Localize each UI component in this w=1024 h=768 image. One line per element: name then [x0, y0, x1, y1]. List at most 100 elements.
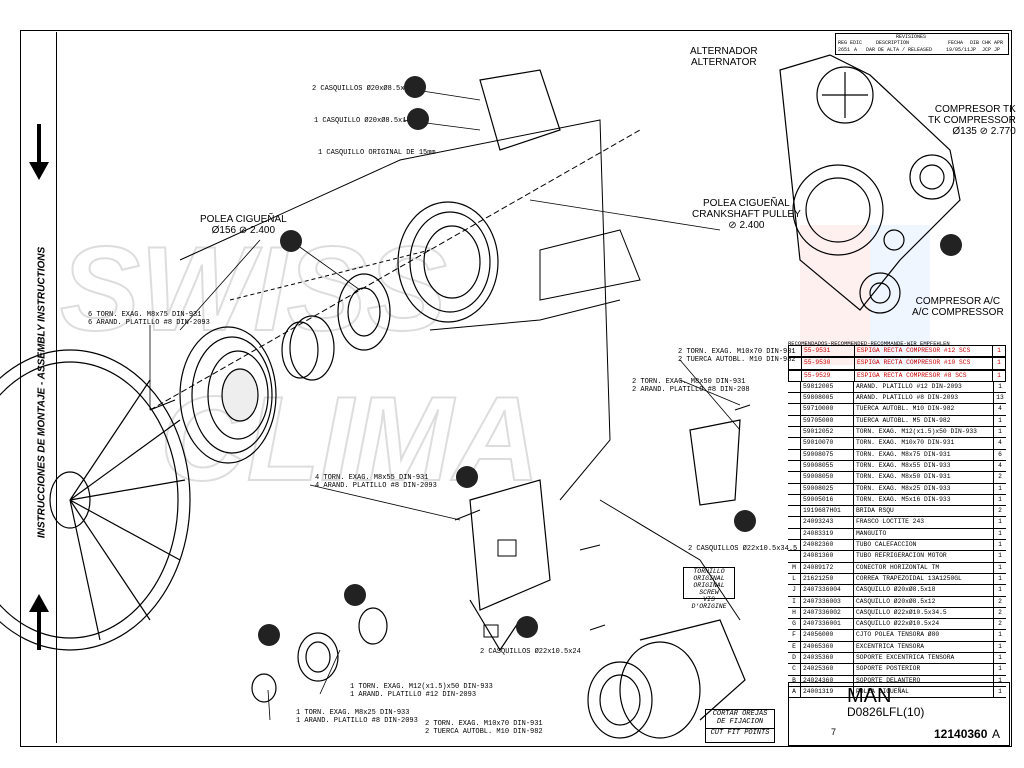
bom-desc: ESPIGA RECTA COMPRESOR #12 SCS — [857, 347, 971, 354]
bom-desc: BRIDA RSQU — [856, 507, 894, 515]
bom-code: 59008055 — [801, 460, 854, 472]
bom-desc: TORN. EXAG. M8x75 DIN-931 — [856, 450, 951, 458]
bom-qty: 2 — [993, 596, 1006, 607]
bom-mark — [788, 472, 801, 483]
bom-qty: 1 — [993, 675, 1006, 686]
bom-code: 24024360 — [801, 675, 854, 686]
bom-code: 59010070 — [801, 438, 854, 449]
bom-qty: 4 — [993, 460, 1006, 472]
bom-mark: C — [788, 664, 801, 675]
bom-desc: TUERCA AUTOBL. M10 DIN-982 — [856, 405, 955, 413]
bom-qty: 1 — [993, 415, 1006, 427]
bom-qty: 1 — [992, 346, 1005, 357]
bom-desc: TORN. EXAG. M12(x1.5)x50 DIN-933 — [856, 428, 977, 436]
crank-pulley — [179, 326, 277, 464]
bullet-marker — [404, 76, 426, 98]
bom-code: 24083319 — [801, 528, 854, 540]
drawing-frame — [20, 30, 1012, 747]
bom-desc: ESPIGA RECTA COMPRESOR #8 SCS — [857, 371, 967, 379]
bom-desc: TUERCA AUTOBL. M5 DIN-982 — [856, 416, 951, 424]
bom-desc: MANGUITO — [856, 529, 887, 537]
rev-hdr-edic: EDIC — [850, 40, 863, 46]
bom-code: 59005016 — [801, 494, 854, 506]
bom-mark: D — [788, 653, 801, 664]
arrow-down-icon — [29, 124, 49, 180]
bom-mark — [788, 540, 801, 551]
bom-qty: 1 — [993, 483, 1006, 494]
bullet-marker — [407, 108, 429, 130]
bom-desc: CJTO POLEA TENSORA Ø80 — [856, 631, 940, 639]
bom-qty: 2 — [993, 506, 1006, 517]
bom-mark: H — [788, 607, 801, 619]
bom-qty: 4 — [993, 438, 1006, 449]
bom-code: 59012052 — [801, 427, 854, 438]
revision-title: REVISIONES — [896, 34, 927, 40]
bom-qty: 4 — [993, 404, 1006, 415]
bom-desc: CORREA TRAPEZOIDAL 13A1250GL — [856, 574, 962, 582]
bom-code: 59008025 — [801, 483, 854, 494]
bom-code: 24025360 — [801, 664, 854, 675]
bom-code: 55-9529 — [802, 370, 855, 381]
bom-code: 55-9530 — [802, 358, 855, 369]
bom-qty: 1 — [993, 630, 1006, 641]
bolts — [149, 399, 751, 638]
rev-hdr-reg: REG — [838, 40, 848, 46]
bom-mark — [788, 449, 801, 460]
bom-code: 2407336002 — [801, 607, 854, 619]
title-block: MAN D0826LFL(10) 7 12140360 A — [788, 682, 1010, 746]
bullet-marker — [280, 230, 302, 252]
bom-qty: 1 — [993, 573, 1006, 585]
bom-mark: I — [788, 596, 801, 607]
bom-code: 59812005 — [801, 381, 854, 393]
bom-code: 59705000 — [801, 415, 854, 427]
bom-qty: 2 — [993, 472, 1006, 483]
casquillos-22-right-label: 2 CASQUILLOS Ø22x10.5x34.5 — [688, 545, 798, 553]
bom-qty: 1 — [992, 370, 1005, 381]
leader-lines — [149, 87, 741, 721]
bom-mark — [788, 506, 801, 517]
bom-mark — [788, 381, 801, 393]
bom-mark — [789, 370, 802, 381]
bom-code: 59008050 — [801, 472, 854, 483]
bom-qty: 1 — [993, 540, 1006, 551]
bom-desc: POLEA CIGUEÑAL — [856, 687, 909, 695]
bom-desc: EXCENTRICA TENSORA — [856, 642, 925, 650]
bom-desc: CASQUILLO Ø22xØ10.5x24 — [856, 620, 940, 628]
bom-mark — [788, 415, 801, 427]
rev-date: 19/05/11 — [946, 47, 971, 53]
hub — [281, 273, 391, 381]
drawing-revision: A — [992, 727, 1001, 741]
side-panel: INSTRUCCIONES DE MONTAJE - ASSEMBLY INST… — [22, 32, 57, 743]
sheet-scale: 7 — [831, 727, 837, 737]
bom-desc: TUBO CALEFACCION — [856, 541, 917, 549]
rev-edic: A — [854, 47, 858, 53]
bom-qty: 13 — [993, 393, 1006, 404]
bom-qty: 1 — [992, 358, 1005, 369]
bom-qty: 1 — [993, 641, 1006, 653]
bom-mark — [788, 517, 801, 528]
rev-reg: 2651 — [838, 47, 851, 53]
model-name: MAN — [847, 685, 892, 707]
bom-qty: 1 — [993, 686, 1006, 698]
arrow-up-icon — [29, 594, 49, 650]
bom-mark — [788, 483, 801, 494]
